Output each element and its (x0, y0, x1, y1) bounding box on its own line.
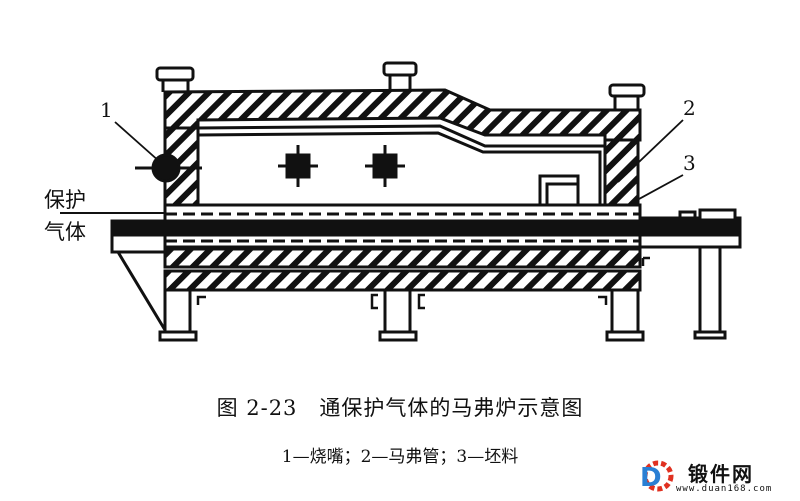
entry-table (110, 235, 167, 331)
svg-text:D: D (640, 463, 662, 493)
burner-center-2 (365, 145, 405, 187)
label-muffle-number: 2 (683, 96, 696, 120)
exit-table (640, 210, 742, 334)
center-post-cap (382, 61, 418, 77)
label-gas-line2: 气体 (44, 220, 86, 244)
furnace-legs (163, 290, 640, 332)
leader-1 (114, 121, 161, 163)
label-gas-line1: 保护 (44, 188, 86, 212)
watermark-url: www.duan168.com (676, 484, 773, 494)
figure-legend: 1—烧嘴；2—马弗管；3—坯料 (281, 447, 519, 467)
label-burner-number: 1 (100, 98, 113, 122)
hearth-insulation-lower (163, 269, 642, 292)
leader-3 (627, 174, 684, 206)
right-post-cap (608, 83, 646, 98)
billet-block (538, 174, 580, 205)
billet-track (110, 219, 742, 237)
hearth-insulation-upper (163, 247, 642, 269)
watermark-logo: D 锻件网 www.duan168.com (636, 456, 796, 498)
right-wall (603, 138, 640, 210)
gear-logo-icon: D (640, 460, 674, 493)
burner-center-1 (278, 145, 318, 187)
watermark-name: 锻件网 (688, 462, 754, 486)
left-post-cap (155, 66, 195, 82)
figure-caption: 图 2-23 通保护气体的马弗炉示意图 (216, 396, 584, 420)
label-billet-number: 3 (683, 151, 696, 175)
leader-2 (617, 119, 684, 183)
